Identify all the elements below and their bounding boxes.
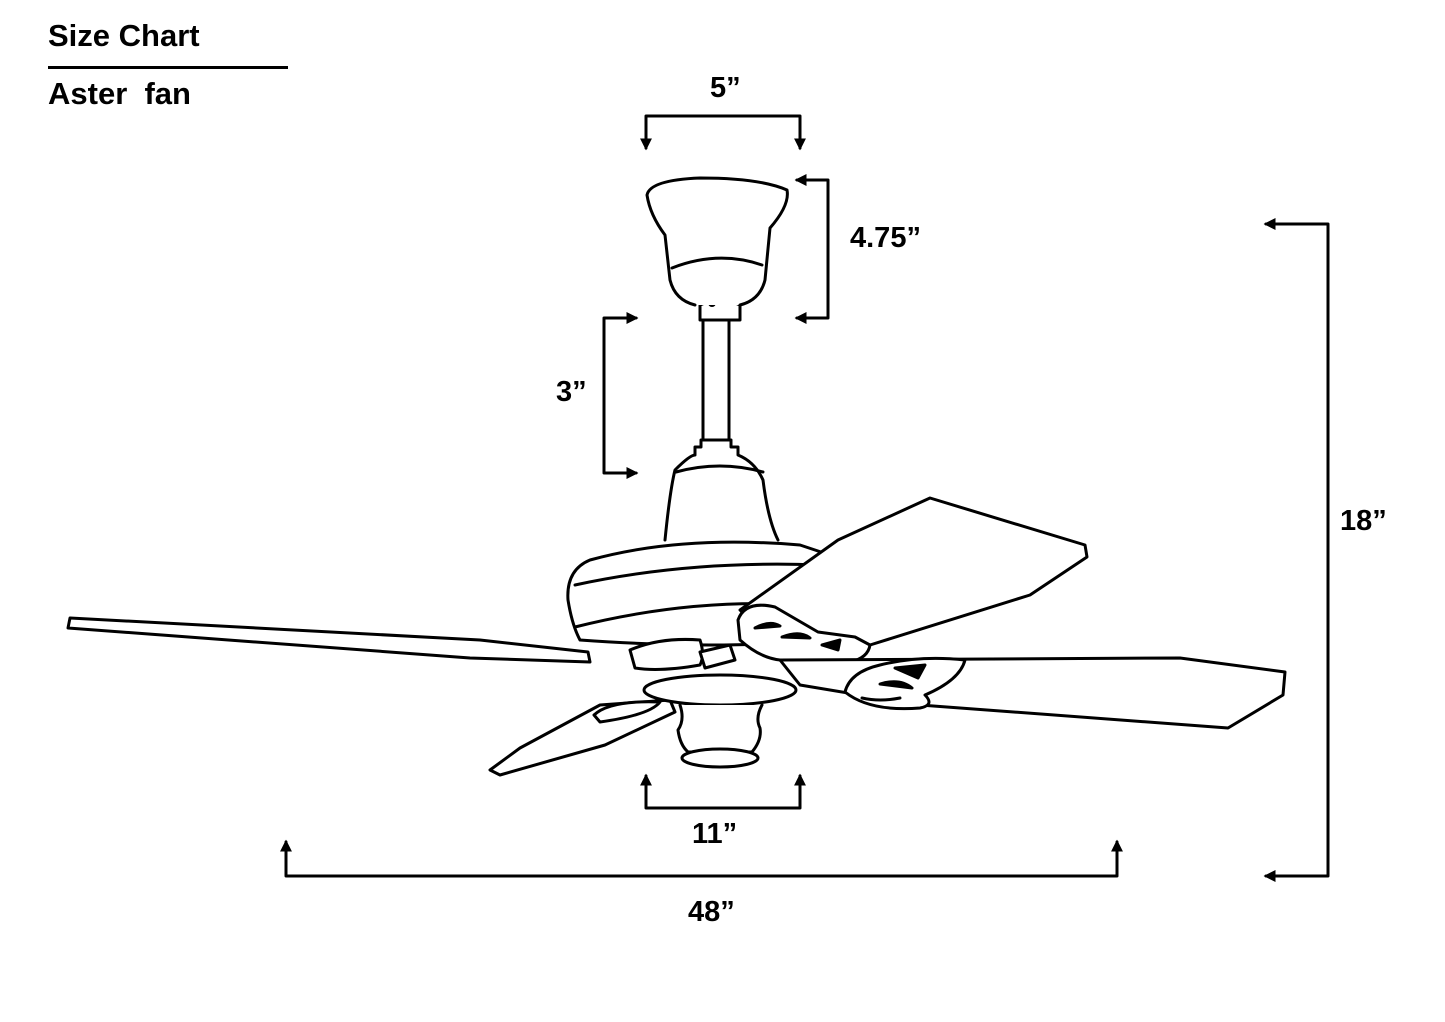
blade-lower-left (488, 698, 677, 777)
dim-canopy-width (640, 114, 806, 151)
light-kit-plate (642, 673, 798, 707)
label-canopy-height: 4.75” (850, 222, 921, 254)
subtitle: Aster fan (48, 76, 191, 111)
light-kit-cup (676, 703, 764, 754)
dim-light-kit (640, 773, 806, 810)
dim-canopy-height (794, 174, 830, 324)
title: Size Chart (48, 18, 200, 53)
title-divider (48, 66, 288, 69)
dim-blade-span (280, 839, 1123, 878)
label-canopy-width: 5” (710, 72, 741, 104)
dim-total-height (1263, 218, 1330, 882)
dim-downrod (602, 312, 639, 479)
downrod (701, 318, 731, 442)
label-total-height: 18” (1340, 505, 1387, 537)
label-light-kit-width: 11” (692, 818, 738, 850)
label-downrod-length: 3” (556, 376, 587, 408)
blade-left (66, 616, 592, 664)
label-blade-span: 48” (688, 896, 735, 928)
